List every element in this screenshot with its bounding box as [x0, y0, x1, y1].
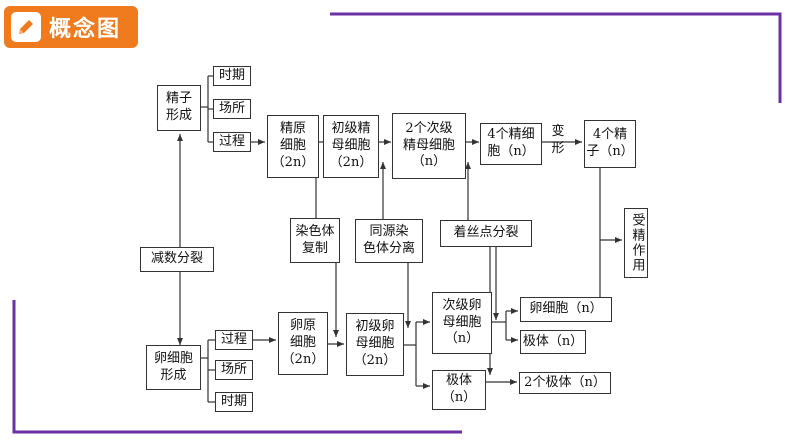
two-polar-bodies-box: 2个极体（n）	[519, 372, 611, 394]
polar-body-output-box: 极体（n）	[520, 330, 586, 354]
egg-time-box: 时期	[215, 392, 253, 412]
concept-map-badge: 概念图	[4, 6, 138, 48]
edit-pencil-icon	[11, 12, 41, 42]
page-title: 概念图	[49, 17, 122, 42]
transform-label: 变 形	[551, 124, 565, 156]
egg-formation-box: 卵细胞 形成	[146, 345, 201, 390]
decorative-frame	[12, 12, 782, 434]
spermatogonium-box: 精原 细胞 （2n）	[267, 115, 319, 178]
meiosis-box: 减数分裂	[140, 247, 214, 272]
homolog-separation-box: 同源染 色体分离	[355, 219, 423, 263]
egg-place-box: 场所	[215, 360, 253, 380]
egg-cell-box: 卵细胞（n）	[520, 297, 612, 322]
polar-body-box: 极体 （n）	[432, 370, 486, 410]
egg-process-box: 过程	[215, 330, 253, 350]
oogonium-box: 卵原 细胞 （2n）	[278, 312, 328, 375]
centromere-split-box: 着丝点分裂	[440, 220, 532, 247]
sperm-process-box: 过程	[213, 132, 251, 152]
primary-oocyte-box: 初级卵 母细胞 （2n）	[346, 313, 404, 376]
chromosome-replication-box: 染色体 复制	[290, 218, 340, 263]
sperm-formation-box: 精子 形成	[157, 85, 201, 131]
sperm-time-box: 时期	[213, 66, 251, 86]
secondary-oocyte-box: 次级卵 母细胞 （n）	[432, 292, 492, 354]
sperm-place-box: 场所	[213, 99, 251, 119]
sperm-box: 4个精 子（n）	[584, 120, 636, 168]
secondary-spermatocyte-box: 2个次级 精母细胞 （n）	[392, 113, 466, 179]
fertilization-box: 受精作用	[624, 208, 648, 278]
primary-spermatocyte-box: 初级精 母细胞 （2n）	[323, 115, 379, 178]
spermatid-box: 4个精细 胞（n）	[480, 123, 542, 165]
